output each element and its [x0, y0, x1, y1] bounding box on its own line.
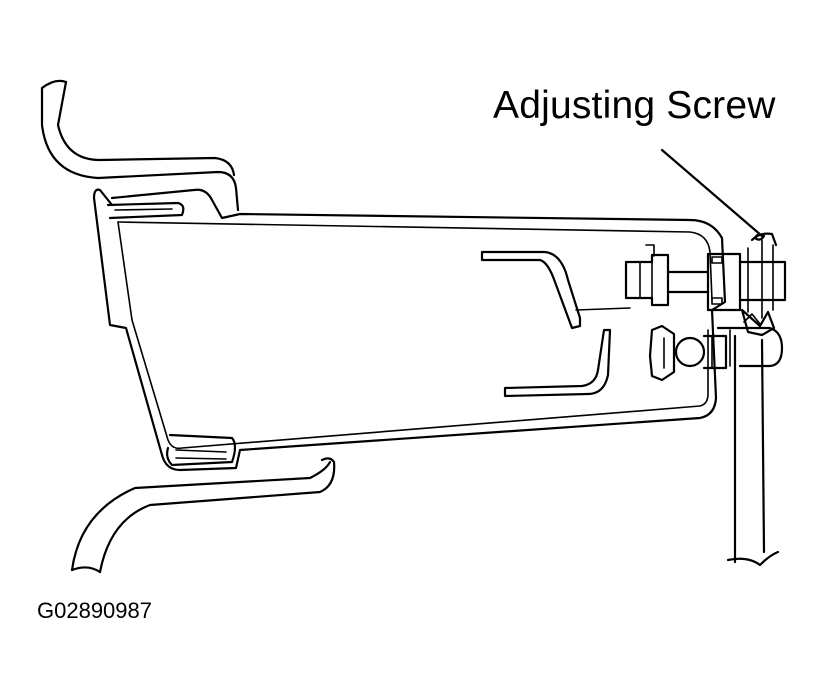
- reflector-ribs: [480, 250, 631, 398]
- adjuster-mechanism: [624, 232, 787, 382]
- lower-body-panel: [70, 457, 336, 574]
- callout-leader-line: [660, 148, 764, 238]
- upper-body-panel: [40, 79, 240, 212]
- headlamp-housing: [92, 188, 727, 472]
- adjusting-screw-label: Adjusting Screw: [493, 84, 776, 127]
- figure-id-label: G02890987: [37, 598, 152, 623]
- mounting-support: [726, 334, 780, 567]
